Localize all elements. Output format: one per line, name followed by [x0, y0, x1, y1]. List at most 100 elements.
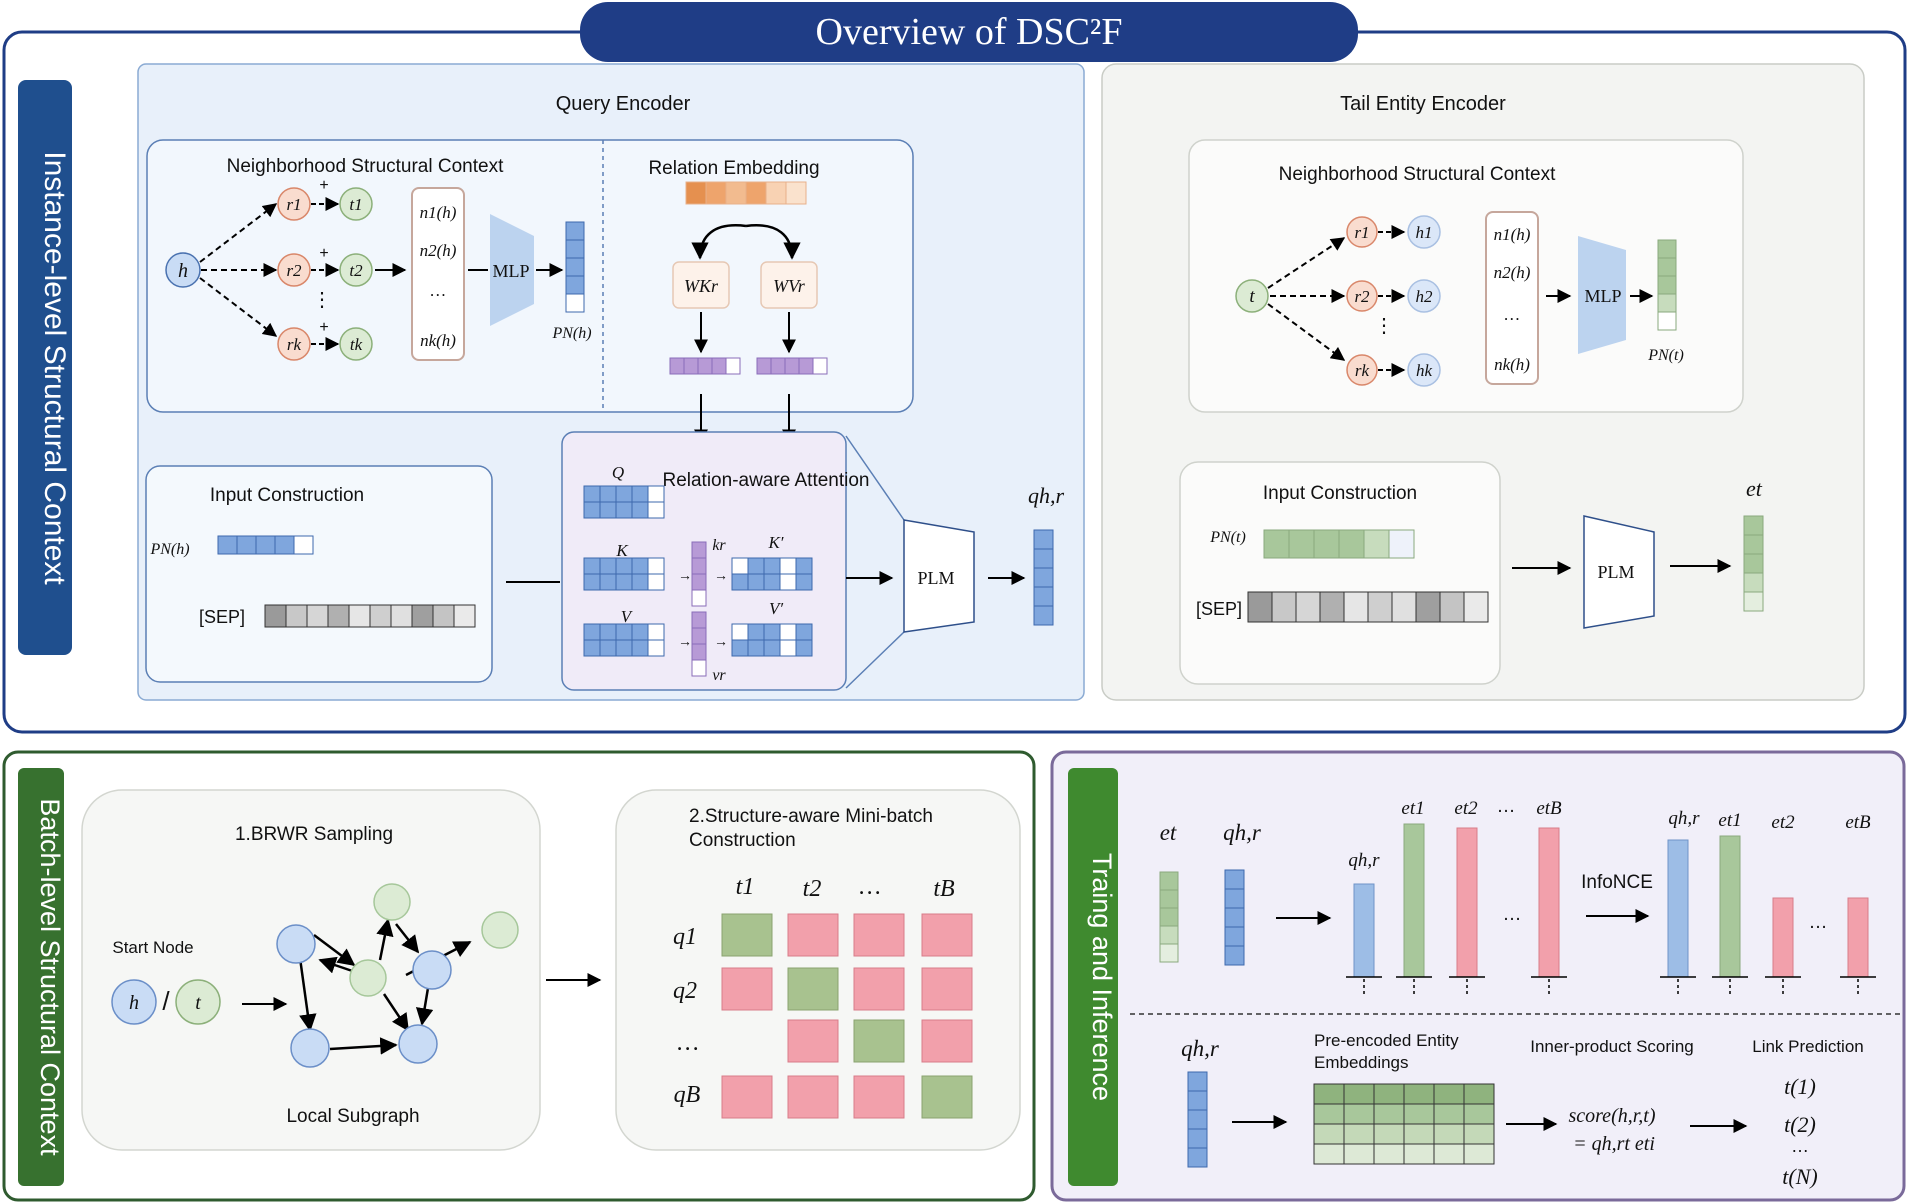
row-label: q2: [673, 978, 697, 1004]
batch-level-tab: [18, 768, 64, 1186]
edge-h-r1: [199, 203, 278, 263]
start-head-node: [111, 979, 157, 1025]
k-matrix: [583, 557, 665, 591]
prediction-item: …: [1791, 1136, 1809, 1156]
tail-plm-shape: [1583, 515, 1655, 629]
edge-t-r1: [1267, 237, 1346, 289]
infonce-label: InfoNCE: [1581, 872, 1653, 893]
title-banner: [580, 2, 1358, 62]
tail-head-node: [1407, 353, 1441, 387]
tail-output-label: et: [1746, 476, 1763, 501]
after-bar-label: etB: [1845, 812, 1871, 833]
wk-box: [672, 261, 730, 309]
arrow-to-wv: [745, 224, 801, 260]
pre-encoded-title-line2: Embeddings: [1314, 1053, 1409, 1072]
bar-label: etB: [1536, 798, 1562, 819]
bars-ellipsis: …: [1503, 904, 1522, 925]
query-tail-node: [339, 253, 373, 287]
similarity-bars: [1346, 823, 1567, 996]
query-relation-node: [277, 253, 311, 287]
plus-sign: +: [319, 177, 328, 194]
query-encoder-title: Query Encoder: [556, 93, 691, 115]
neighbor-item: n2(h): [420, 241, 457, 260]
vr-vector: [756, 357, 828, 375]
v-prime-matrix: [731, 623, 813, 657]
prediction-item: t(1): [1784, 1074, 1816, 1099]
kr-label: kr: [712, 537, 726, 554]
query-sep-label: [SEP]: [199, 607, 245, 627]
head-node-label: h: [178, 260, 188, 282]
query-tail-label: tk: [350, 335, 363, 354]
prediction-item: t(2): [1784, 1112, 1816, 1137]
tail-mlp-label: MLP: [1584, 286, 1621, 306]
tail-structure-vector: [1657, 239, 1677, 331]
attention-title: Relation-aware Attention: [662, 470, 869, 491]
edge-t-rk: [1267, 303, 1346, 361]
tail-input-p-label: PN(t): [1209, 529, 1246, 546]
tail-head-label: h1: [1416, 223, 1433, 242]
query-input-box: [145, 465, 493, 683]
v-matrix: [583, 623, 665, 657]
query-relation-label: r2: [286, 261, 302, 280]
brwr-title: 1.BRWR Sampling: [235, 824, 393, 845]
arrow-glyph: →: [678, 633, 692, 649]
after-bar-label: et2: [1771, 812, 1795, 833]
pre-encoded-title-line1: Pre-encoded Entity: [1314, 1031, 1459, 1050]
kr-column: [691, 541, 707, 607]
tail-input-p-vector: [1263, 529, 1415, 559]
tail-token-sequence: [1247, 591, 1489, 623]
bar-label: et1: [1401, 798, 1424, 819]
tail-mlp-shape: [1578, 236, 1626, 354]
local-subgraph: [276, 883, 519, 1068]
tail-node-label: t: [1249, 286, 1255, 307]
tail-head-label: h2: [1416, 287, 1434, 306]
link-prediction-title: Link Prediction: [1752, 1037, 1864, 1056]
tail-neighbor-list: [1485, 211, 1539, 385]
neighbor-item: n2(h): [1494, 263, 1531, 282]
zoom-line-bottom: [845, 631, 905, 689]
row-label: qB: [674, 1082, 701, 1108]
v-prime-label: V′: [769, 599, 783, 618]
neighbor-item: nk(h): [1494, 355, 1530, 374]
training-et-label: et: [1160, 820, 1177, 845]
tail-head-node: [1407, 279, 1441, 313]
vertical-dots: ⋮: [1374, 315, 1394, 337]
relation-embedding-title: Relation Embedding: [648, 158, 819, 179]
query-nsc-title: Neighborhood Structural Context: [227, 156, 504, 177]
tail-p-label: PN(t): [1647, 347, 1684, 364]
slash-label: /: [162, 986, 170, 1016]
tail-nsc-title: Neighborhood Structural Context: [1279, 164, 1556, 185]
query-relation-label: r1: [286, 195, 301, 214]
vertical-dots: ⋮: [312, 289, 332, 311]
start-tail-node: [175, 979, 221, 1025]
tail-node: [1235, 279, 1269, 313]
tail-relation-label: r1: [1354, 223, 1369, 242]
column-label: t2: [803, 876, 822, 902]
tail-relation-node: [1346, 216, 1378, 248]
wv-label: WVr: [773, 276, 806, 296]
query-mlp-shape: [490, 214, 534, 326]
query-mlp-label: MLP: [492, 261, 529, 281]
zoom-line-top: [845, 435, 905, 521]
tail-plm-label: PLM: [1597, 562, 1634, 582]
q-matrix: [583, 485, 665, 519]
query-output-label: qh,r: [1028, 483, 1065, 508]
relation-embedding-vector: [685, 181, 807, 205]
neighbor-item: n1(h): [1494, 225, 1531, 244]
pre-encoded-matrix: [1313, 1083, 1495, 1165]
vr-column: [691, 611, 707, 677]
neighbor-item: …: [430, 281, 445, 300]
score-formula-line1: score(h,r,t): [1568, 1105, 1655, 1127]
head-node: [165, 252, 201, 288]
query-input-p-vector: [217, 535, 314, 555]
q-label: Q: [612, 463, 624, 482]
instance-level-label: Instance-level Structural Context: [38, 151, 71, 585]
plus-sign: +: [319, 245, 328, 262]
query-tail-node: [339, 327, 373, 361]
k-label: K: [615, 541, 629, 560]
inference-q-label: qh,r: [1181, 1036, 1220, 1061]
arrow-glyph: →: [714, 567, 728, 583]
tail-sep-label: [SEP]: [1196, 599, 1242, 619]
minibatch-title-line1: 2.Structure-aware Mini-batch: [689, 806, 933, 827]
query-tail-node: [339, 187, 373, 221]
